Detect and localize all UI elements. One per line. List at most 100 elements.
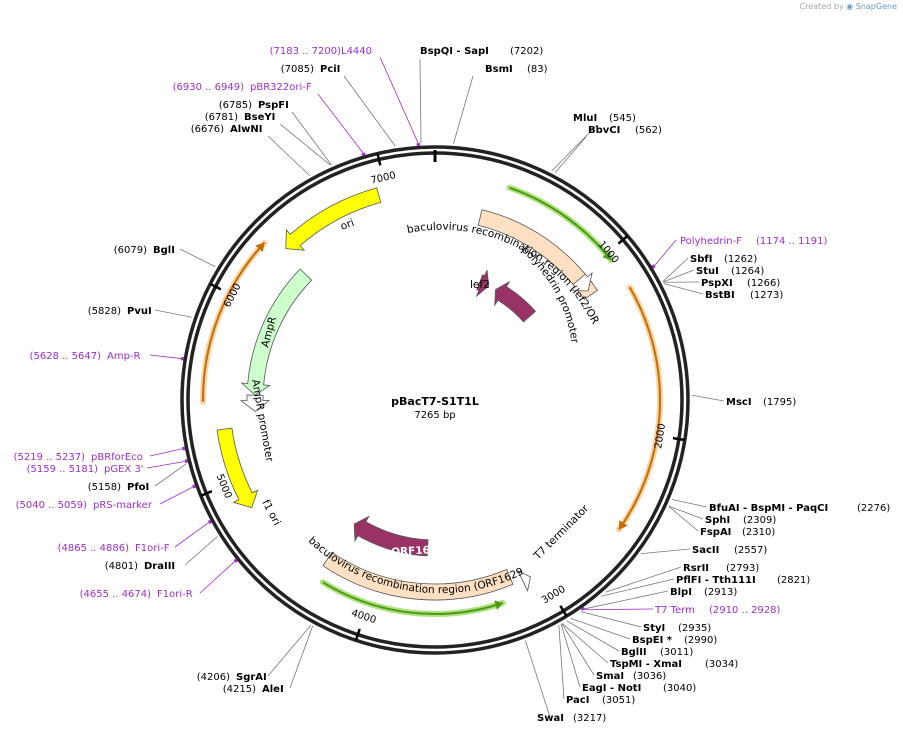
site-pos: (1264) bbox=[731, 266, 764, 277]
site-leader bbox=[279, 123, 331, 166]
site-pos: (2910 .. 2928) bbox=[709, 605, 781, 616]
site-name: BglII bbox=[621, 647, 647, 658]
plasmid-size: 7265 bp bbox=[414, 410, 455, 421]
feature-10 bbox=[322, 551, 514, 601]
site-pos: (5040 .. 5059) bbox=[16, 500, 88, 511]
site-pos: (2310) bbox=[742, 527, 775, 538]
site-leader bbox=[174, 522, 210, 548]
site-pos: (3011) bbox=[660, 647, 693, 658]
site-leader bbox=[184, 536, 218, 566]
backbone-outer-ring bbox=[180, 145, 690, 655]
site-name: T7 Term bbox=[654, 605, 695, 616]
site-pos: (4865 .. 4886) bbox=[58, 543, 130, 554]
primer-mark bbox=[233, 558, 238, 563]
site-pos: (83) bbox=[527, 64, 548, 75]
primer-marks bbox=[180, 143, 656, 611]
label-orf1629: ORF1629 bbox=[391, 544, 445, 559]
site-leader bbox=[289, 625, 314, 689]
site-pos: (2557) bbox=[734, 545, 767, 556]
label-f1-ori: f1 ori bbox=[259, 498, 282, 528]
site-leader bbox=[668, 506, 699, 532]
site-name: BlpI bbox=[670, 587, 692, 598]
site-leader bbox=[570, 617, 631, 640]
scale-tick-label: 3000 bbox=[540, 584, 567, 607]
site-pos: (7183 .. 7200) bbox=[270, 46, 342, 57]
site-name: pBRforEco bbox=[91, 452, 143, 463]
orf-arrowhead bbox=[619, 520, 628, 530]
site-pos: (3040) bbox=[663, 683, 696, 694]
site-leader bbox=[291, 111, 332, 166]
site-leader bbox=[560, 623, 581, 688]
site-name: TspMI - XmaI bbox=[610, 659, 682, 670]
feature-8 bbox=[477, 209, 599, 300]
orf-arc bbox=[322, 581, 504, 615]
site-leader bbox=[641, 548, 691, 555]
site-pos: (3217) bbox=[573, 713, 606, 724]
feature-5 bbox=[494, 281, 537, 323]
label-lef2: lef2 bbox=[470, 279, 490, 291]
site-name: FspAI bbox=[700, 527, 731, 538]
site-name: EagI - NotI bbox=[582, 683, 641, 694]
site-name: BglI bbox=[153, 245, 175, 256]
scale-tick bbox=[376, 153, 382, 166]
site-name: PacI bbox=[566, 695, 589, 706]
site-leader bbox=[584, 590, 669, 610]
site-leader bbox=[566, 620, 620, 652]
site-leader bbox=[561, 623, 595, 676]
scale-tick bbox=[617, 234, 629, 245]
site-pos: (2821) bbox=[777, 575, 810, 586]
scale-tick-label: 7000 bbox=[370, 170, 397, 186]
site-pos: (2913) bbox=[704, 587, 737, 598]
site-leader bbox=[453, 75, 474, 144]
site-name: F1ori-R bbox=[157, 589, 193, 600]
site-name: pBR322ori-F bbox=[250, 82, 312, 93]
site-leader bbox=[668, 505, 704, 520]
site-pos: (5628 .. 5647) bbox=[30, 351, 102, 362]
site-leader bbox=[561, 623, 609, 664]
site-pos: (6930 .. 6949) bbox=[173, 82, 245, 93]
site-leader bbox=[343, 75, 396, 147]
site-leader bbox=[379, 56, 419, 144]
site-leader bbox=[149, 354, 182, 359]
site-leader bbox=[159, 486, 194, 505]
site-leader-lines bbox=[146, 56, 725, 718]
site-leader bbox=[154, 309, 192, 318]
feature-9 bbox=[569, 271, 593, 292]
label-t7-terminator: T7 terminator bbox=[531, 502, 592, 563]
site-leader bbox=[653, 239, 677, 267]
site-name: RsrII bbox=[683, 563, 709, 574]
site-name: SwaI bbox=[537, 713, 564, 724]
scale-tick bbox=[559, 605, 568, 617]
site-pos: (3051) bbox=[602, 695, 635, 706]
site-name: SgrAI bbox=[236, 672, 267, 683]
site-pos: (3036) bbox=[633, 671, 666, 682]
site-leader bbox=[149, 448, 183, 457]
site-name: PvuI bbox=[127, 306, 152, 317]
site-name: L4440 bbox=[341, 46, 372, 57]
site-pos: (5828) bbox=[88, 306, 121, 317]
scale-tick bbox=[354, 628, 361, 641]
site-name: pRS-marker bbox=[93, 500, 153, 511]
backbone bbox=[180, 145, 690, 655]
site-name: BspQI - SapI bbox=[420, 46, 489, 57]
site-name: StyI bbox=[643, 623, 665, 634]
site-name: BseYI bbox=[244, 112, 275, 123]
site-leader bbox=[671, 499, 708, 508]
site-name: BfuAI - BspMI - PaqCI bbox=[709, 503, 828, 514]
feature-0 bbox=[285, 187, 382, 251]
plasmid-name: pBacT7-S1T1L bbox=[391, 395, 479, 408]
site-pos: (545) bbox=[609, 113, 636, 124]
site-name: StuI bbox=[696, 266, 719, 277]
site-pos: (7202) bbox=[510, 46, 543, 57]
primer-mark bbox=[580, 606, 586, 611]
site-pos: (1795) bbox=[763, 397, 796, 408]
scale-tick bbox=[200, 490, 213, 497]
scale-tick bbox=[209, 282, 222, 291]
primer-mark bbox=[180, 356, 184, 361]
site-pos: (6079) bbox=[114, 245, 147, 256]
feature-1 bbox=[240, 268, 313, 396]
site-pos: (6781) bbox=[205, 112, 238, 123]
site-name: BstBI bbox=[705, 290, 735, 301]
scale-tick-label: 2000 bbox=[653, 423, 668, 450]
label-ampr-promoter: AmpR promoter bbox=[249, 378, 275, 463]
